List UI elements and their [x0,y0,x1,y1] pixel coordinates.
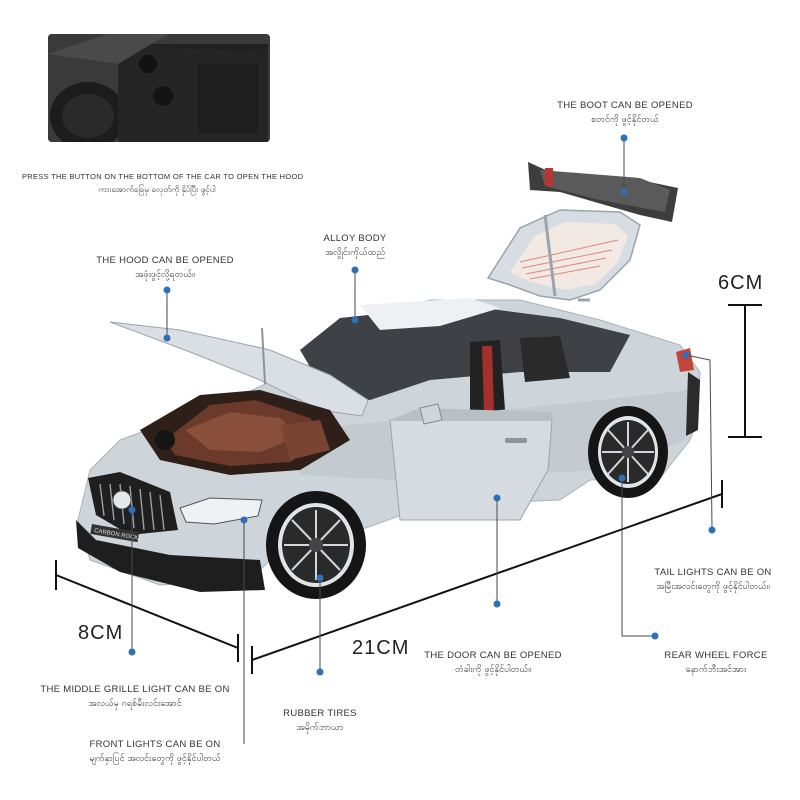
label-alloy-body-en: ALLOY BODY [323,233,387,244]
marker-boot [620,134,628,142]
label-tail-lights: TAIL LIGHTS CAN BE ON အမြီးအလင်းတွေကို ဖ… [628,567,798,594]
front-headlight [179,497,263,525]
label-grille-light: THE MIDDLE GRILLE LIGHT CAN BE ON အလယ်မှ… [20,684,250,711]
front-bumper [76,520,265,592]
label-front-lights: FRONT LIGHTS CAN BE ON မျက်နှာပြင် အလင်း… [40,739,270,766]
opened-door [389,408,553,521]
length-dimension-line [251,480,723,674]
label-hood: THE HOOD CAN BE OPENED အဖုံးဖွင့်လို့ရတယ… [85,255,245,282]
label-rubber-tires-my: အမိုက်ဘာယာ [296,723,344,733]
label-boot: THE BOOT CAN BE OPENED စတင်ကို ဖွင့်နိုင… [545,100,705,127]
rear-wheel [588,406,668,498]
hood-button-detail-illustration [48,34,270,142]
width-dimension-label: 8CM [78,622,124,644]
leader-lines [131,140,713,744]
label-rubber-tires: RUBBER TIRES အမိုက်ဘာယာ [270,708,370,735]
inset-caption: PRESS THE BUTTON ON THE BOTTOM OF THE CA… [22,172,304,196]
hood-release-button [139,55,157,73]
label-front-lights-my: မျက်နှာပြင် အလင်းတွေကို ဖွင့်နိုင်ပါတယ် [89,754,221,764]
label-front-lights-en: FRONT LIGHTS CAN BE ON [89,739,221,750]
marker-door [493,600,501,608]
hood-button-detail-photo [48,34,270,142]
side-mirror [419,403,443,425]
height-dimension-line [728,304,762,438]
opened-boot-lid [486,209,641,302]
height-dimension-label: 6CM [718,272,764,294]
marker-rear-wheel [651,632,659,640]
inset-caption-en: PRESS THE BUTTON ON THE BOTTOM OF THE CA… [22,172,304,181]
annotation-markers [128,134,716,676]
label-alloy-body: ALLOY BODY အလွိုင်းကိုယ်ထည် [290,233,420,260]
marker-hood [163,286,171,294]
marker-tires [316,668,324,676]
marker-grille [128,648,136,656]
marker-alloy [351,266,359,274]
width-dimension-line [55,560,239,662]
label-rubber-tires-en: RUBBER TIRES [283,708,357,719]
label-rear-wheel: REAR WHEEL FORCE နောက်ဘီးအင်အား [660,650,772,677]
front-grille [88,472,178,535]
label-tail-lights-my: အမြီးအလင်းတွေကို ဖွင့်နိုင်ပါတယ်။ [656,582,770,592]
label-hood-en: THE HOOD CAN BE OPENED [96,255,234,266]
label-boot-my: စတင်ကို ဖွင့်နိုင်တယ် [591,115,659,125]
tail-light [676,348,694,372]
front-wheel [266,491,366,599]
label-grille-light-en: THE MIDDLE GRILLE LIGHT CAN BE ON [40,684,230,695]
label-tail-lights-en: TAIL LIGHTS CAN BE ON [654,567,772,578]
engine-bay [140,390,350,475]
label-door-my: တံခါးကို ဖွင့်နိုင်ပါတယ်။ [454,665,532,675]
opened-hood [109,321,369,417]
label-hood-my: အဖုံးဖွင့်လို့ရတယ်။ [135,270,195,280]
label-rear-wheel-my: နောက်ဘီးအင်အား [685,665,747,675]
label-grille-light-my: အလယ်မှ ဂရစ်မီးလင်းအောင် [88,699,182,709]
label-door: THE DOOR CAN BE OPENED တံခါးကို ဖွင့်နို… [418,650,568,677]
label-alloy-body-my: အလွိုင်းကိုယ်ထည် [324,248,386,258]
length-dimension-label: 21CM [352,637,410,659]
inset-caption-my: ကားအောက်ခြေမှ ခလုတ်ကို နှိပ်ပြီး ဖွင့်ပါ [98,185,216,194]
rear-spoiler [528,162,678,222]
label-door-en: THE DOOR CAN BE OPENED [424,650,562,661]
label-boot-en: THE BOOT CAN BE OPENED [557,100,693,111]
marker-tail [708,526,716,534]
label-rear-wheel-en: REAR WHEEL FORCE [664,650,768,661]
sunroof [360,298,500,330]
